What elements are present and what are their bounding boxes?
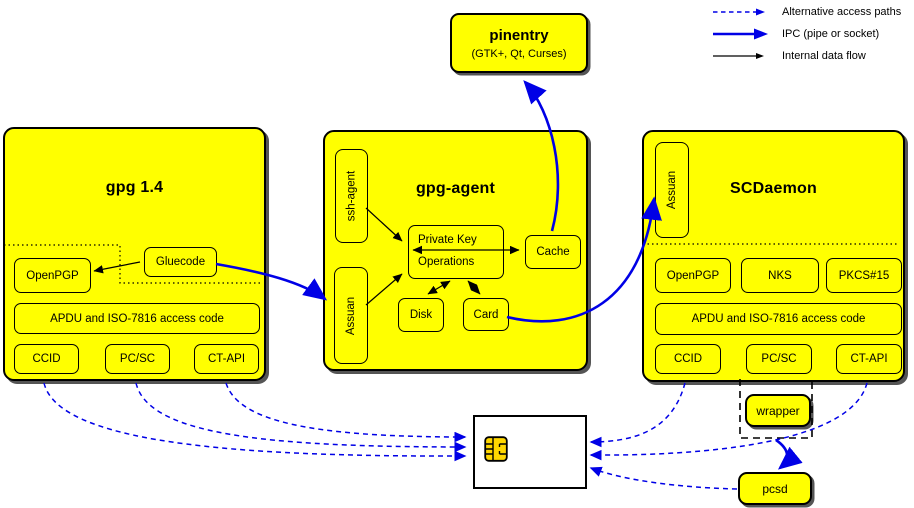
solid-blue-arrow-icon [713,28,768,40]
legend-label: Internal data flow [782,50,866,62]
scdaemon-title: SCDaemon [730,180,817,197]
gpg14-openpgp-label: OpenPGP [26,269,79,282]
scdaemon-apdu-label: APDU and ISO-7816 access code [691,313,866,325]
wrapper-node: wrapper [745,394,811,427]
legend-label: IPC (pipe or socket) [782,28,880,40]
pinentry-node: pinentry (GTK+, Qt, Curses) [450,13,588,73]
dashed-blue-arrow-icon [713,8,765,16]
gpg14-ctapi-node: CT-API [194,344,259,374]
gpg14-ccid-label: CCID [32,353,61,365]
scdaemon-apdu-node: APDU and ISO-7816 access code [655,303,902,335]
pko-line2: Operations [418,256,475,268]
alt-scdaemon-ctapi-to-card [589,382,868,461]
legend-item-internal-flow: Internal data flow [712,45,912,67]
black-arrow-icon [713,53,764,59]
gpg14-title: gpg 1.4 [105,179,164,196]
legend: Alternative access paths IPC (pipe or so… [712,1,912,67]
private-key-operations-node: Private Key Operations [408,225,504,279]
scdaemon-ctapi-node: CT-API [836,344,902,374]
scdaemon-pcsc-node: PC/SC [746,344,812,374]
scdaemon-nks-label: NKS [768,269,792,282]
gpg-agent-box: gpg-agent ssh-agent Assuan Private Key O… [323,130,588,371]
gpg14-gluecode-node: Gluecode [144,247,217,277]
card-node: Card [463,298,509,331]
gpg14-pcsc-node: PC/SC [105,344,170,374]
alt-pcsd-to-card [589,466,738,490]
scdaemon-openpgp-label: OpenPGP [666,269,720,282]
legend-label: Alternative access paths [782,6,902,18]
pcsd-node: pcsd [738,472,812,505]
pko-line1: Private Key [418,234,477,247]
gpg14-pcsc-label: PC/SC [119,353,156,365]
scdaemon-nks-node: NKS [741,258,819,293]
ipc-wrapper-to-pcsd [775,438,803,470]
cache-node: Cache [525,235,581,269]
gpg14-box: gpg 1.4 OpenPGP Gluecode APDU and ISO-78… [3,127,266,381]
ssh-agent-label: ssh-agent [345,170,358,222]
gpg14-apdu-node: APDU and ISO-7816 access code [14,303,260,334]
gpg-agent-assuan-node: Assuan [334,267,368,364]
scdaemon-pkcs15-label: PKCS#15 [838,269,890,282]
alt-gpg14-ccid-to-card [43,382,467,462]
legend-item-alternative-access: Alternative access paths [712,1,912,23]
disk-label: Disk [409,309,433,321]
alt-gpg14-pcsc-to-card [135,382,467,453]
scdaemon-assuan-node: Assuan [655,142,689,238]
scdaemon-pkcs15-node: PKCS#15 [826,258,902,293]
smartcard-chip-icon [484,436,508,462]
gpg-agent-assuan-label: Assuan [345,296,358,335]
gpg14-apdu-label: APDU and ISO-7816 access code [50,312,224,325]
pinentry-title: pinentry [489,26,549,44]
wrapper-label: wrapper [756,403,800,418]
cache-label: Cache [536,246,570,258]
scdaemon-ccid-node: CCID [655,344,721,374]
scdaemon-ccid-label: CCID [673,353,703,365]
pinentry-subtitle: (GTK+, Qt, Curses) [471,47,567,60]
legend-item-ipc: IPC (pipe or socket) [712,23,912,45]
scdaemon-ctapi-label: CT-API [850,353,888,365]
scdaemon-openpgp-node: OpenPGP [655,258,731,293]
gpg-agent-ssh-agent-node: ssh-agent [335,149,368,243]
scdaemon-pcsc-label: PC/SC [761,353,797,365]
gpg14-ctapi-label: CT-API [207,353,246,365]
gpg14-ccid-node: CCID [14,344,79,374]
disk-node: Disk [398,298,444,332]
gpg-agent-title: gpg-agent [415,180,496,197]
pcsd-label: pcsd [762,481,788,496]
scdaemon-assuan-label: Assuan [666,170,679,210]
gpg14-openpgp-node: OpenPGP [14,258,91,293]
scdaemon-box: SCDaemon Assuan OpenPGP NKS PKCS#15 APDU… [642,130,905,382]
alt-scdaemon-ccid-to-card [589,382,686,448]
gpg14-gluecode-label: Gluecode [155,256,206,268]
card-label: Card [473,308,499,321]
smartcard [473,415,587,489]
alt-gpg14-ctapi-to-card [225,382,467,443]
